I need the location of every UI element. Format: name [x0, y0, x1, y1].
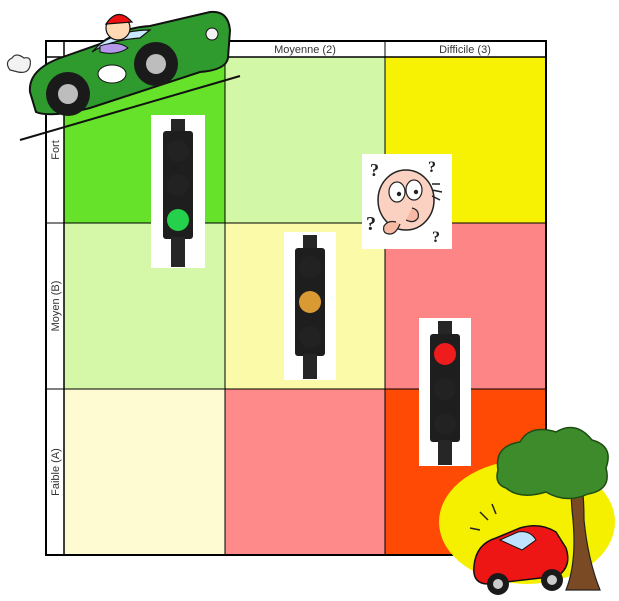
light-lamp-top-off	[167, 140, 189, 162]
row-header-1: Fort	[50, 140, 62, 160]
light-lamp-middle-off	[167, 174, 189, 196]
light-lamp-middle-on	[299, 291, 321, 313]
traffic-light-red	[419, 318, 471, 466]
column-header-3: Difficile (3)	[439, 44, 491, 56]
row-header-2: Moyen (B)	[50, 281, 62, 332]
light-lamp-bottom-off	[434, 413, 456, 435]
light-lamp-top-on	[434, 343, 456, 365]
cell-r1-c2	[225, 57, 385, 223]
confused-face-illustration: ? ? ? ?	[362, 154, 452, 249]
cell-r3-c1	[64, 389, 225, 555]
svg-text:?: ?	[366, 213, 376, 235]
cell-r3-c2	[225, 389, 385, 555]
light-lamp-bottom-off	[299, 326, 321, 348]
traffic-light-amber	[284, 232, 336, 380]
light-lamp-bottom-on	[167, 209, 189, 231]
svg-text:?: ?	[432, 229, 440, 246]
light-lamp-middle-off	[434, 378, 456, 400]
traffic-light-green	[151, 115, 205, 268]
column-header-2: Moyenne (2)	[274, 44, 336, 56]
svg-text:?: ?	[428, 159, 436, 176]
svg-text:?: ?	[370, 160, 379, 180]
row-header-3: Faible (A)	[50, 448, 62, 496]
light-lamp-top-off	[299, 256, 321, 278]
